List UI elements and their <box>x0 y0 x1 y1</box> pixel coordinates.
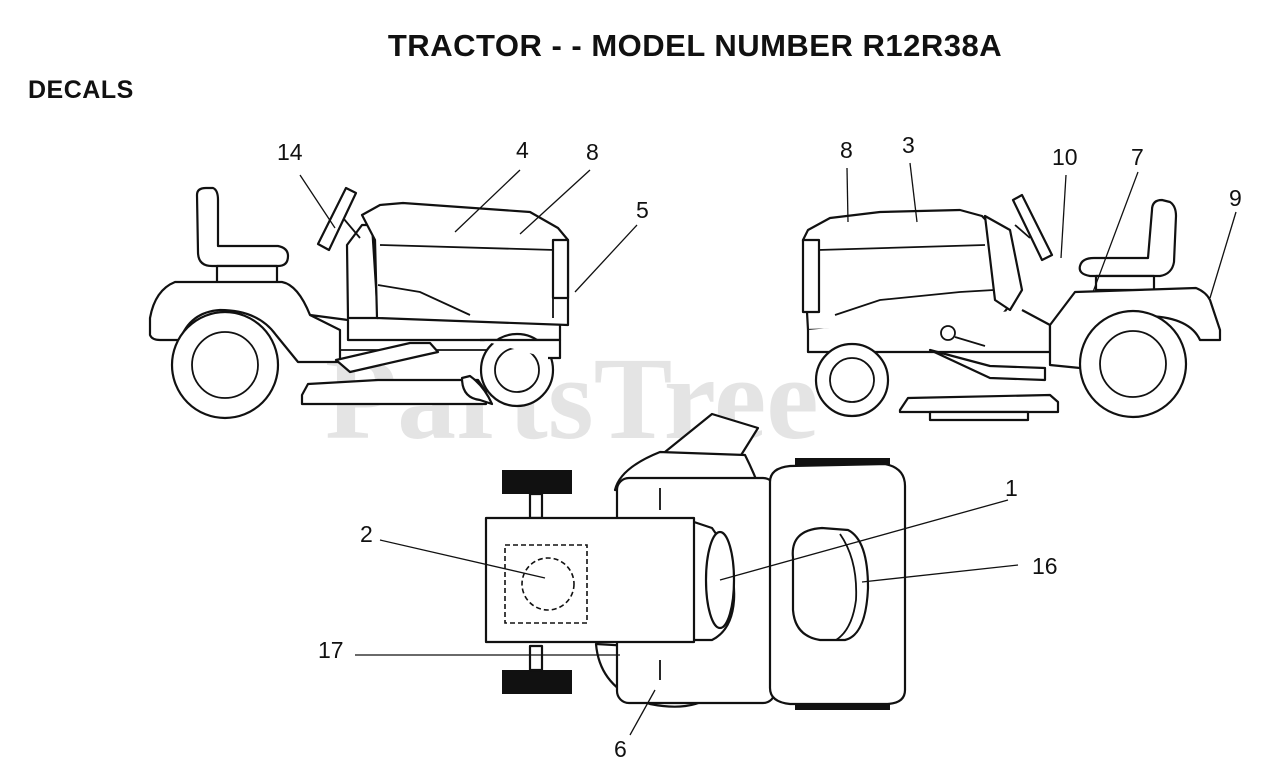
callout-4: 4 <box>516 137 529 163</box>
callout-10: 10 <box>1052 144 1078 170</box>
callout-16: 16 <box>1032 553 1058 579</box>
callout-1: 1 <box>1005 475 1018 501</box>
callout-2: 2 <box>360 521 373 547</box>
callout-6: 6 <box>614 736 627 762</box>
tractor-top-view <box>484 412 907 710</box>
section-label: DECALS <box>28 76 134 104</box>
callout-3: 3 <box>902 132 915 158</box>
callout-14: 14 <box>277 139 303 165</box>
tractor-left-side-view <box>148 186 570 420</box>
tractor-right-side-view <box>801 193 1222 422</box>
callout-8-right: 8 <box>840 137 853 163</box>
callout-labels: 14 4 8 5 8 3 10 7 9 1 2 16 17 6 <box>277 132 1242 762</box>
callout-9: 9 <box>1229 185 1242 211</box>
page-title: TRACTOR - - MODEL NUMBER R12R38A <box>387 28 1003 63</box>
callout-5: 5 <box>636 197 649 223</box>
callout-17: 17 <box>318 637 344 663</box>
leader-lines <box>299 162 1237 736</box>
callout-8-left: 8 <box>586 139 599 165</box>
callout-7: 7 <box>1131 144 1144 170</box>
